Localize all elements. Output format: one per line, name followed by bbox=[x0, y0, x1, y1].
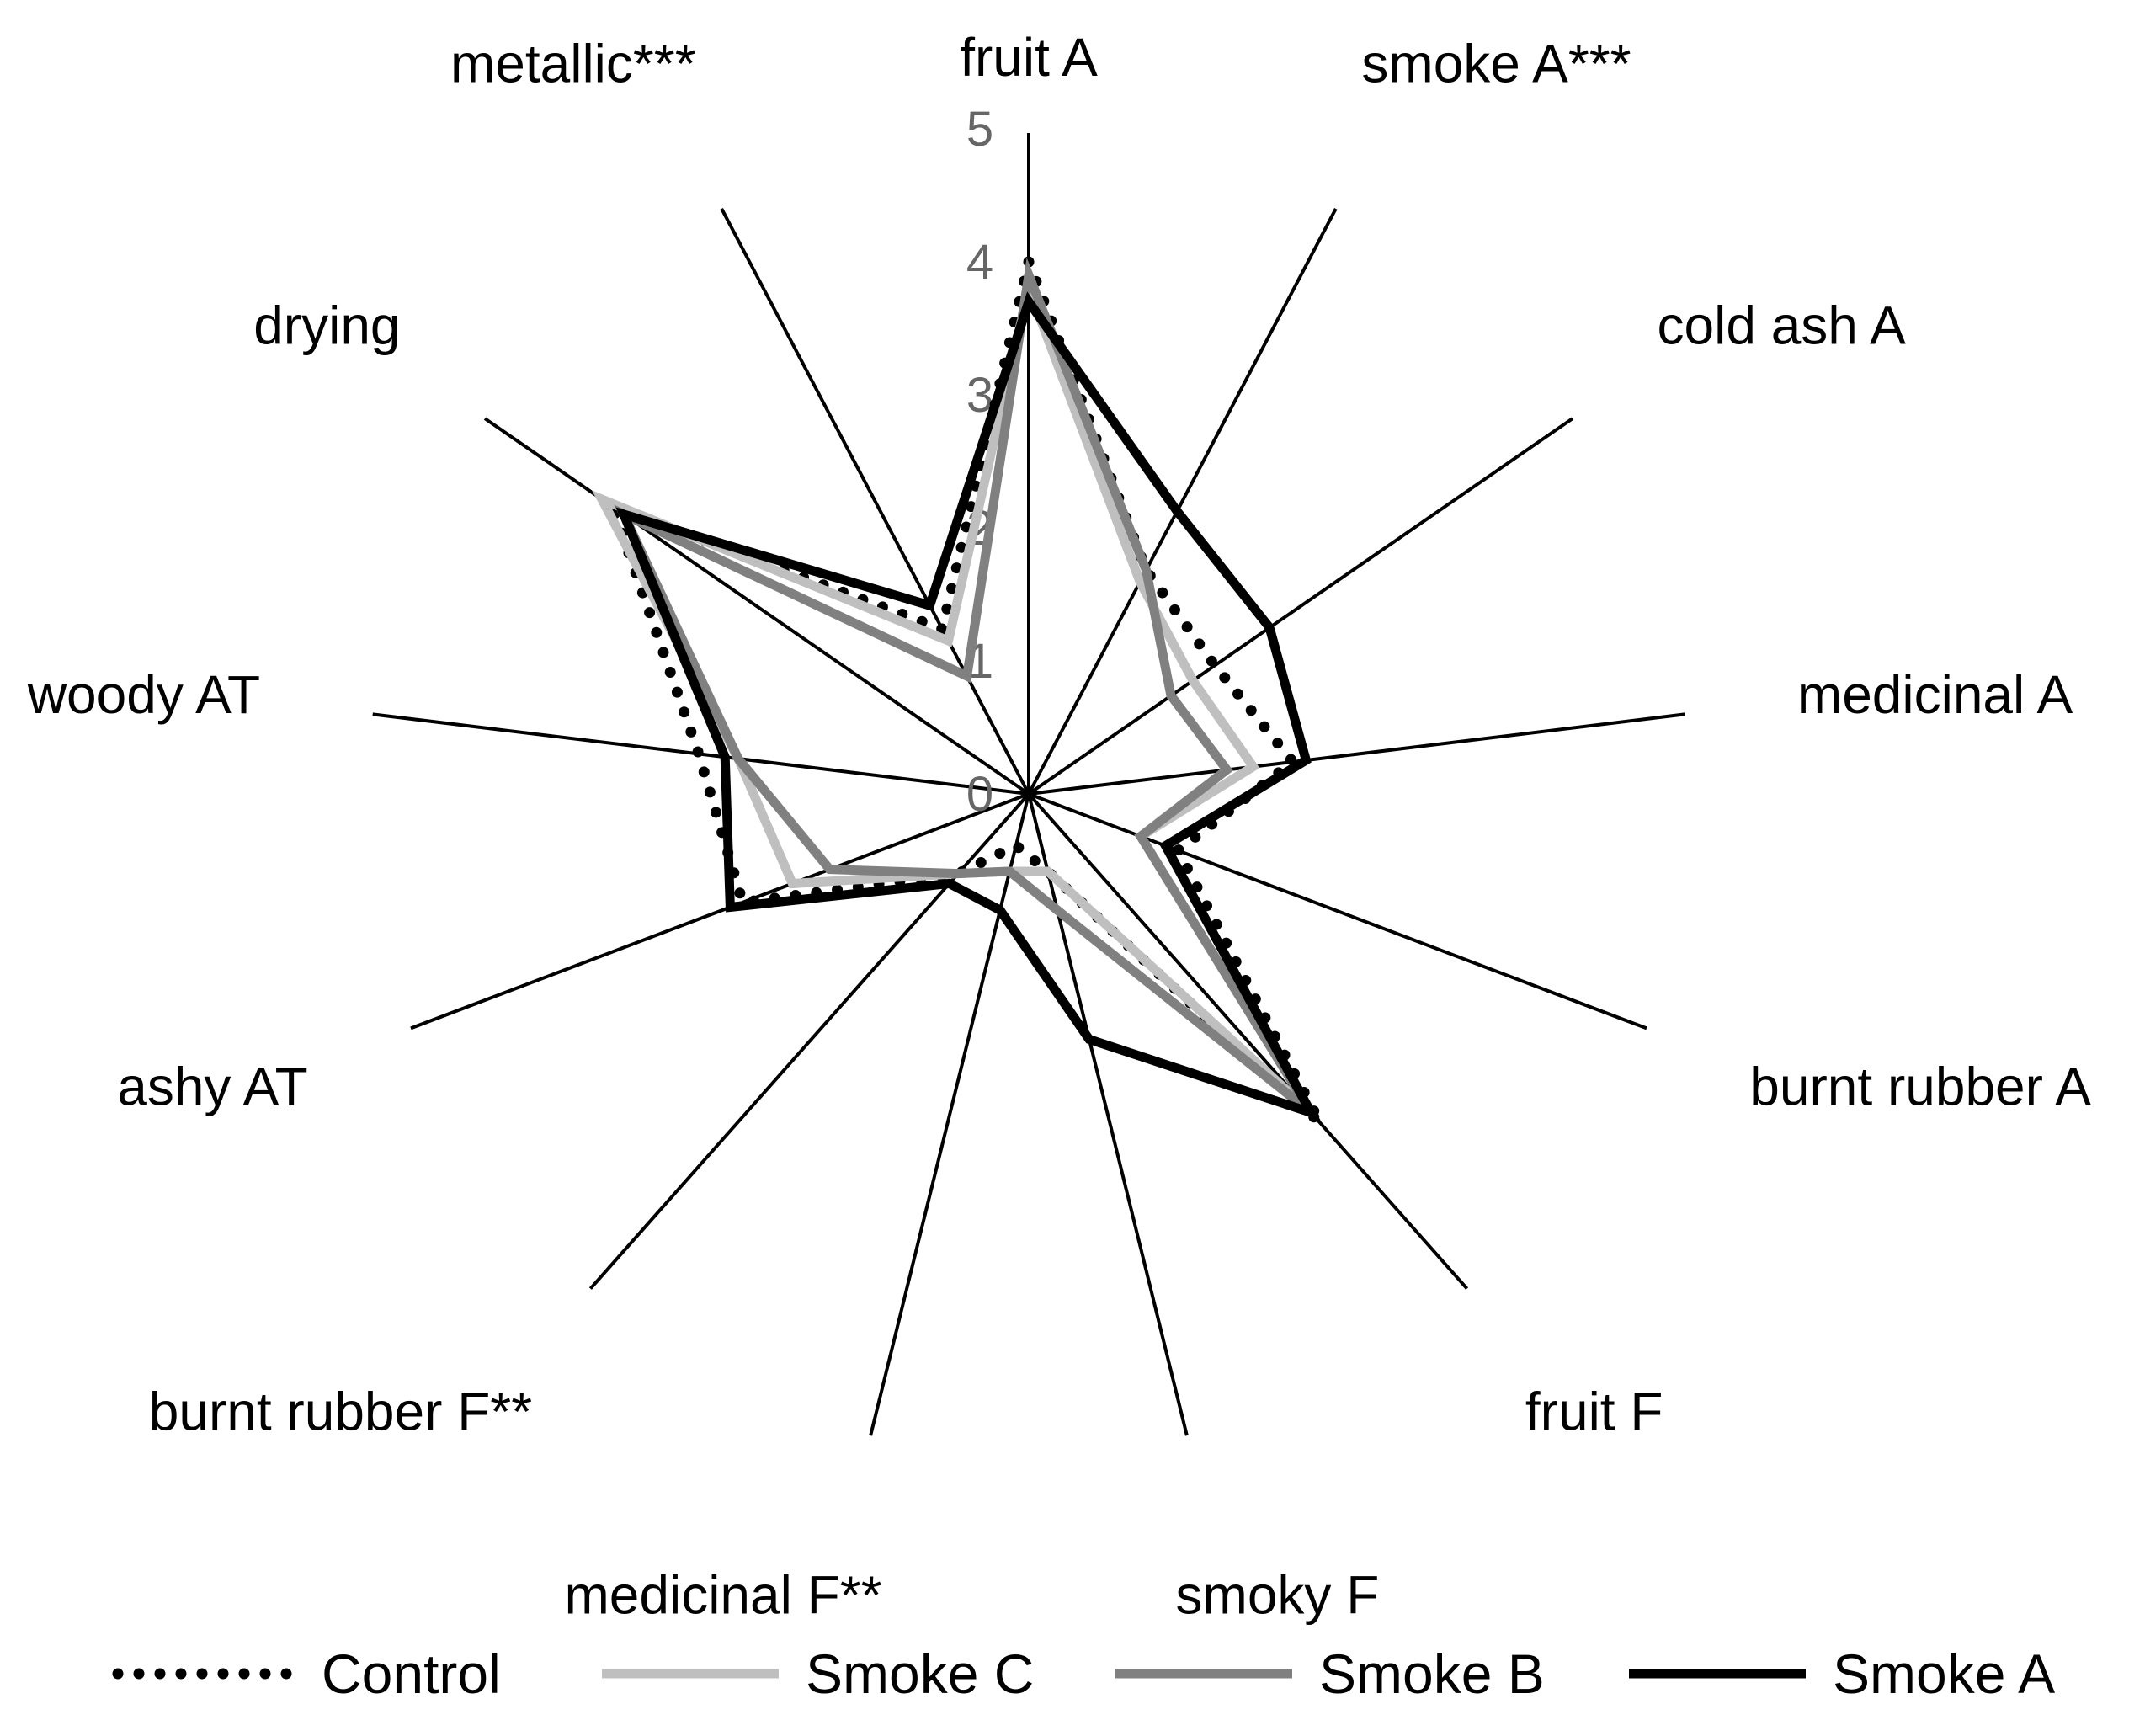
axis-spoke bbox=[869, 793, 1030, 1436]
axis-label: smoke A*** bbox=[1361, 33, 1631, 93]
axis-labels: fruit A smoke A*** cold ash A medicinal A bu… bbox=[27, 27, 2091, 1626]
axis-spoke bbox=[1027, 793, 1189, 1436]
axis-label: medicinal F** bbox=[564, 1565, 881, 1626]
axis-spoke bbox=[1027, 207, 1338, 795]
series-layer bbox=[592, 242, 1325, 1127]
legend-label: Smoke A bbox=[1833, 1643, 2055, 1705]
legend-label: Control bbox=[322, 1643, 501, 1705]
legend-label: Smoke B bbox=[1319, 1643, 1545, 1705]
axis-spoke bbox=[410, 792, 1030, 1030]
axis-spoke bbox=[720, 207, 1030, 795]
radial-tick-label: 5 bbox=[966, 102, 993, 157]
legend-label: Smoke C bbox=[806, 1643, 1034, 1705]
axis-label: burnt rubber F** bbox=[149, 1382, 532, 1442]
axis-label: metallic*** bbox=[450, 33, 696, 93]
axes-layer bbox=[372, 133, 1685, 1436]
axis-spoke bbox=[1028, 792, 1647, 1030]
axis-label: medicinal A bbox=[1797, 664, 2073, 725]
axis-label: fruit F bbox=[1525, 1382, 1663, 1442]
axis-spoke bbox=[1028, 712, 1685, 796]
axis-label: burnt rubber A bbox=[1749, 1057, 2091, 1117]
axis-spoke bbox=[1027, 792, 1469, 1290]
axis-spoke bbox=[483, 417, 1030, 796]
radial-tick-label: 0 bbox=[966, 767, 993, 822]
axis-label: fruit A bbox=[960, 27, 1098, 88]
axis-spoke bbox=[1027, 417, 1574, 796]
axis-label: ashy AT bbox=[117, 1057, 307, 1117]
axis-label: smoky F bbox=[1176, 1565, 1380, 1626]
axis-label: cold ash A bbox=[1658, 295, 1907, 355]
series-smoke-c bbox=[592, 272, 1315, 1116]
axis-label: drying bbox=[253, 295, 400, 355]
axis-label: woody AT bbox=[27, 664, 260, 725]
series-smoke-a bbox=[615, 291, 1321, 1121]
legend: Control Smoke C Smoke B Smoke A bbox=[112, 1643, 2055, 1705]
radial-tick-label: 4 bbox=[966, 235, 993, 290]
